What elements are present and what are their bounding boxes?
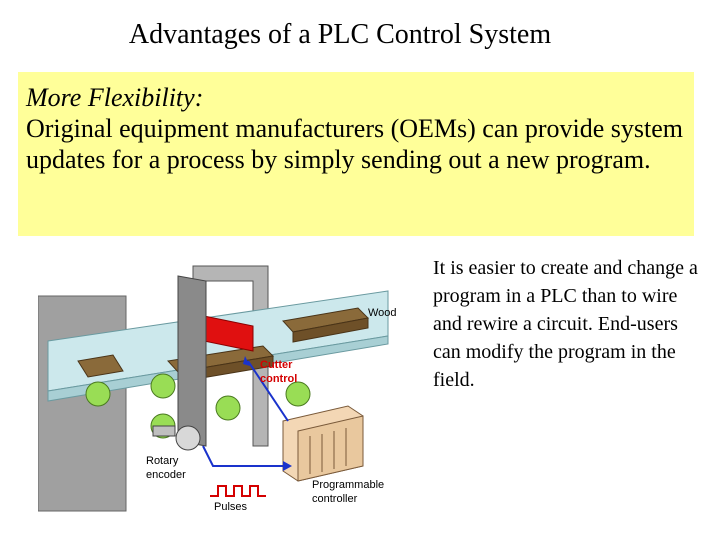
highlight-box: More Flexibility: Original equipment man… xyxy=(18,72,694,236)
label-pulses: Pulses xyxy=(214,501,248,513)
slide-title: Advantages of a PLC Control System xyxy=(128,19,552,50)
roller-3 xyxy=(215,395,241,421)
roller-1 xyxy=(85,381,111,407)
roller-2 xyxy=(150,373,176,399)
pulses-waveform xyxy=(210,485,266,497)
label-rotary-1: Rotary xyxy=(146,455,179,467)
label-plc-1: Programmable xyxy=(312,479,384,491)
frame-front-post xyxy=(177,275,207,447)
wood-block-3 xyxy=(77,354,124,378)
wall xyxy=(38,296,126,511)
plc-illustration: Wood Cutter control Rotary encoder Pulse… xyxy=(38,265,397,513)
label-cutter-1: Cutter xyxy=(260,359,293,371)
arrow-encoder-to-plc xyxy=(202,445,283,467)
label-wood: Wood xyxy=(368,307,397,319)
arrow-plc-to-cutter xyxy=(247,360,289,422)
side-text: It is easier to create and change a prog… xyxy=(433,257,698,391)
label-rotary-2: encoder xyxy=(146,469,186,481)
roller-5 xyxy=(285,381,311,407)
rotary-encoder xyxy=(175,425,201,451)
label-plc-2: controller xyxy=(312,493,358,505)
highlight-body: Original equipment manufacturers (OEMs) … xyxy=(26,114,684,175)
highlight-heading: More Flexibility: xyxy=(26,83,204,112)
label-cutter-2: control xyxy=(260,373,297,385)
rotary-encoder-shaft xyxy=(152,425,176,437)
